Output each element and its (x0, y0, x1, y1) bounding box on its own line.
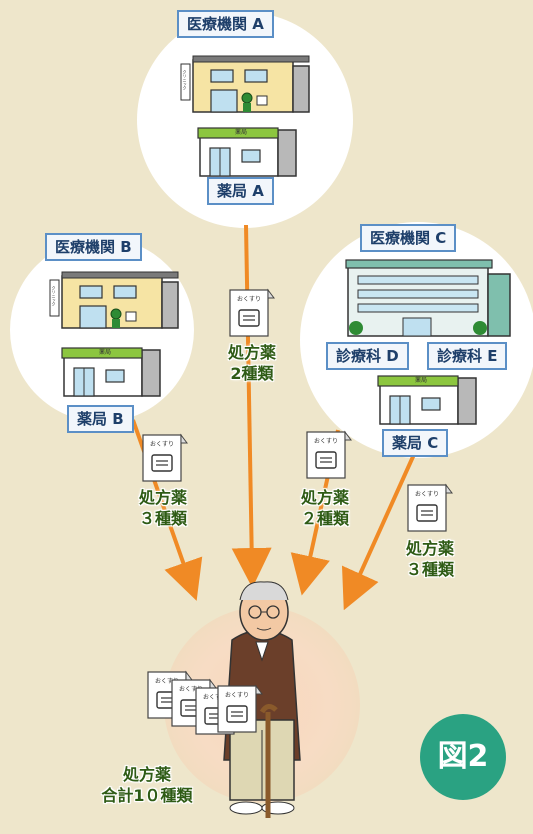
slip-d-label: おくすり (314, 438, 338, 445)
arrow-from-a (231, 224, 272, 588)
held-slip-3: おくすり (195, 687, 241, 735)
slip-b: おくすり (142, 434, 188, 482)
dept-e-label: 診療科 E (427, 342, 508, 370)
held-slip-4-label: おくすり (225, 692, 249, 699)
facility-b-label: 医療機関 B (45, 233, 142, 261)
clinic-b-sign: クリニック (52, 285, 57, 307)
held-slip-2-label: おくすり (179, 686, 203, 693)
held-slip-1-label: おくすり (155, 678, 179, 685)
figure-badge: 図2 (420, 714, 506, 800)
hospital-c-building (345, 259, 511, 337)
pharmacy-a-sign: 薬局 (235, 128, 247, 136)
pharmacy-b-sign: 薬局 (99, 348, 111, 356)
pharmacy-c-label: 薬局 C (382, 429, 449, 457)
slip-a: おくすり (229, 289, 275, 337)
dept-d-label: 診療科 D (326, 342, 409, 370)
clinic-b-building (49, 271, 179, 329)
pharmacy-c-sign: 薬局 (415, 376, 427, 384)
slip-d: おくすり (306, 431, 352, 479)
clinic-a-building (180, 55, 310, 113)
rx-count-total: 処方薬合計1０種類 (101, 765, 193, 805)
arrow-from-e (341, 449, 418, 611)
slip-b-label: おくすり (150, 441, 174, 448)
facility-c-label: 医療機関 C (360, 224, 457, 252)
slip-e: おくすり (407, 484, 453, 532)
held-slip-2: おくすり (171, 679, 217, 727)
held-slip-3-label: おくすり (203, 694, 227, 701)
slip-a-label: おくすり (237, 296, 261, 303)
held-slip-1: おくすり (147, 671, 193, 719)
slip-e-label: おくすり (415, 491, 439, 498)
held-slip-4: おくすり (217, 685, 263, 733)
pharmacy-b-label: 薬局 B (67, 405, 134, 433)
facility-a-label: 医療機関 A (177, 10, 274, 38)
patient-figure (223, 581, 301, 818)
pharmacy-a-label: 薬局 A (207, 177, 274, 205)
clinic-a-sign: クリニック (183, 69, 188, 91)
